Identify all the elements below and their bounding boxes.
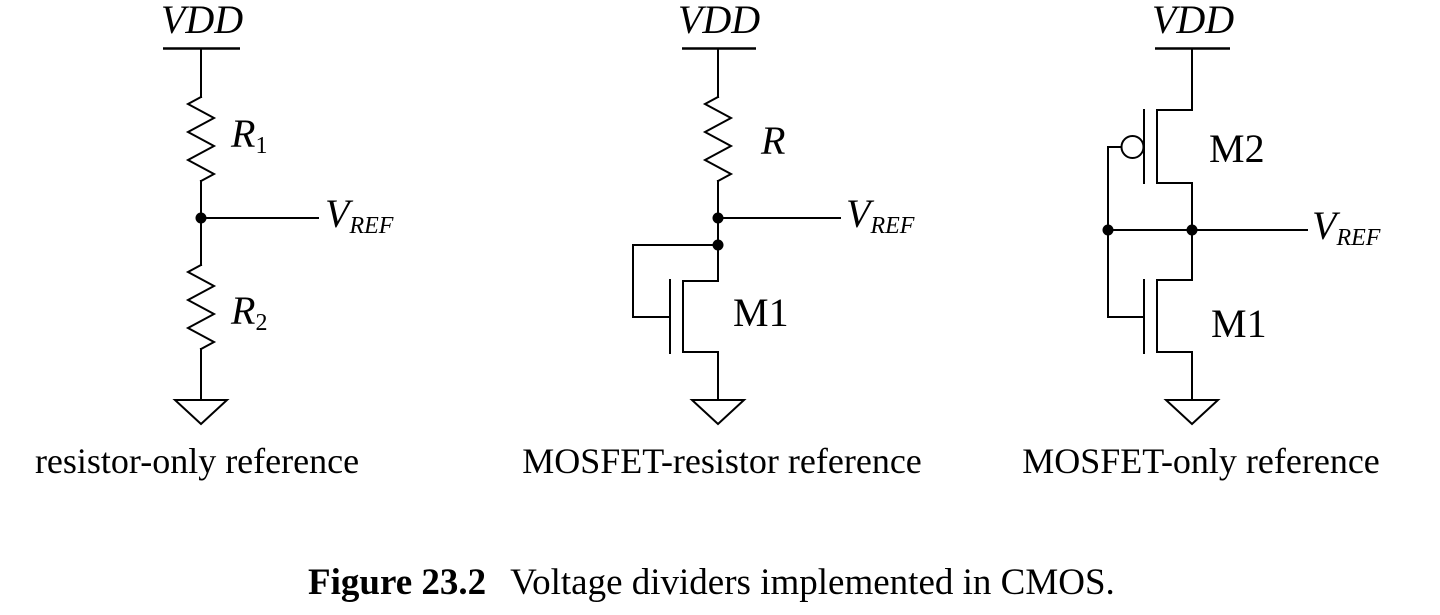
vref-name: V (1312, 203, 1337, 248)
vref-label: VREF (325, 191, 394, 239)
gate-feedback-wire (632, 244, 719, 318)
drain-lead (1156, 182, 1193, 231)
vref-label: VREF (846, 191, 915, 239)
circuit-mosfet-resistor (632, 47, 841, 426)
figure-caption-text: Voltage dividers implemented in CMOS. (510, 562, 1115, 603)
node-dot (712, 212, 724, 224)
r1-subscript: 1 (255, 133, 268, 159)
vref-label: VREF (1312, 203, 1381, 251)
nmos-m1-icon (1107, 229, 1193, 401)
circuit-mosfet-only (1102, 47, 1308, 426)
resistor-r-icon (702, 95, 734, 183)
vref-name: V (846, 191, 871, 236)
ground-icon (172, 399, 230, 426)
ground-icon (689, 399, 747, 426)
circuit-caption-mosfet-resistor: MOSFET-resistor reference (522, 441, 922, 481)
r-label: R (761, 118, 786, 163)
vref-subscript: REF (1336, 225, 1381, 251)
vref-subscript: REF (870, 213, 915, 239)
r1-name: R (231, 111, 256, 156)
circuit-caption-resistor-only: resistor-only reference (34, 441, 360, 481)
vref-subscript: REF (349, 213, 394, 239)
nmos-m1-icon (632, 244, 719, 401)
resistor-r1-icon (185, 95, 217, 183)
figure-caption: Figure 23.2 Voltage dividers implemented … (308, 564, 1115, 601)
circuit-resistor-only (163, 47, 319, 426)
vdd-label: VDD (1151, 0, 1235, 42)
circuit-caption-mosfet-only: MOSFET-only reference (1022, 441, 1380, 481)
r2-label: R2 (231, 288, 268, 336)
r2-name: R (231, 288, 256, 333)
node-dot (195, 212, 207, 224)
r1-label: R1 (231, 111, 268, 159)
source-lead (682, 351, 719, 401)
figure-caption-number: Figure 23.2 (308, 562, 487, 603)
vdd-label: VDD (677, 0, 761, 42)
pmos-bubble-icon (1120, 135, 1145, 159)
vdd-label: VDD (160, 0, 244, 42)
vref-name: V (325, 191, 350, 236)
r2-subscript: 2 (255, 310, 268, 336)
m1-label: M1 (733, 290, 789, 335)
m2-label: M2 (1209, 126, 1265, 171)
source-lead (1156, 351, 1193, 401)
resistor-r2-icon (185, 263, 217, 351)
drain-lead (1156, 229, 1193, 281)
pmos-m2-icon (1107, 109, 1193, 231)
node-dot (1102, 224, 1114, 236)
ground-icon (1163, 399, 1221, 426)
m1-label: M1 (1211, 301, 1267, 346)
